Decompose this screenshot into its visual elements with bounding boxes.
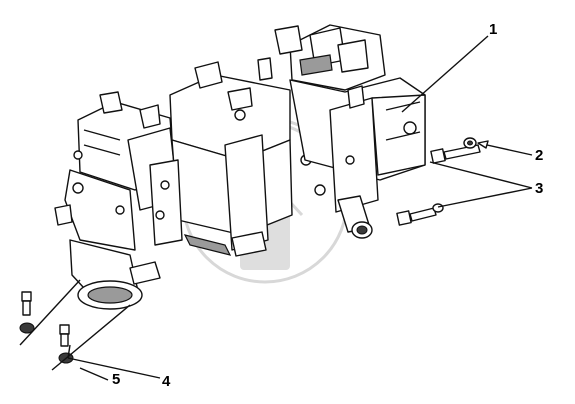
leader-lines: [19, 35, 533, 381]
middle-module: [149, 57, 312, 257]
callout-1: 1: [489, 21, 497, 38]
bolt-lower: [396, 203, 444, 226]
stud-left: [19, 291, 35, 334]
callout-2: 2: [535, 147, 543, 164]
washer-upper: [463, 137, 477, 149]
callout-3: 3: [535, 180, 543, 197]
left-module: [54, 91, 179, 310]
callout-5: 5: [112, 371, 120, 388]
callout-4: 4: [162, 373, 171, 390]
stud-bottom: [58, 324, 74, 364]
pump-assembly: [54, 24, 426, 310]
callout-labels: 1 2 3 4 5: [112, 21, 543, 390]
right-module: [274, 24, 426, 239]
